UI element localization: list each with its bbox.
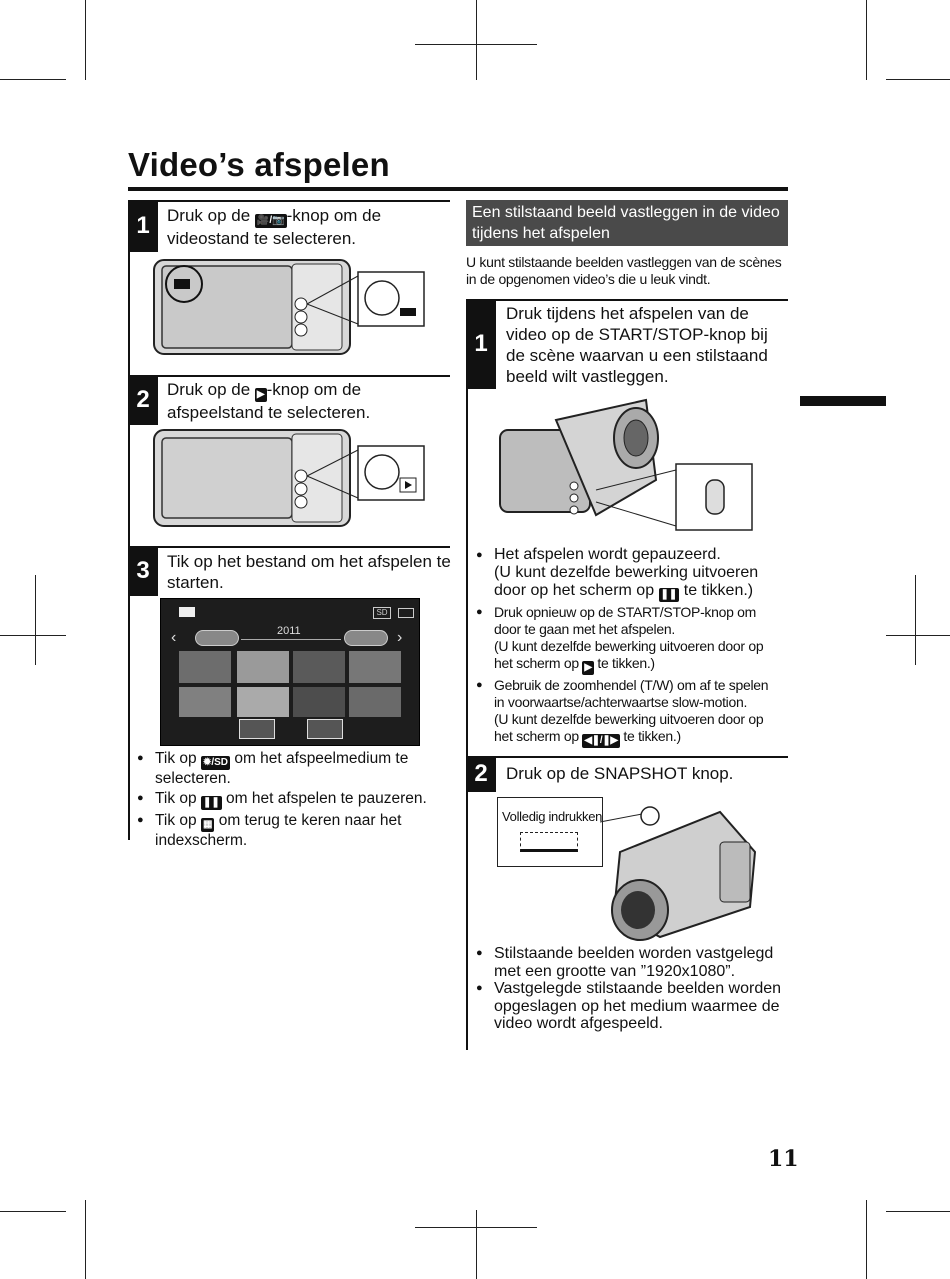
- left-bullets: Tik op ✹/SD om het afspeelmedium te sele…: [137, 750, 447, 849]
- page-number: 11: [768, 1146, 799, 1172]
- pause-icon: ❚❚: [200, 795, 222, 810]
- list-item: Tik op ✹/SD om het afspeelmedium te sele…: [137, 750, 447, 788]
- thumbnail[interactable]: [237, 651, 289, 683]
- crop-mark: [915, 575, 916, 665]
- crop-mark: [886, 635, 950, 636]
- video-mode-icon: [179, 607, 195, 617]
- step-rule: [158, 200, 450, 202]
- callout-box: Volledig indrukken: [497, 797, 603, 867]
- crop-mark: [415, 44, 537, 45]
- callout-label: Volledig indrukken: [502, 809, 603, 824]
- thumbnail[interactable]: [293, 651, 345, 683]
- right-step-2-text: Druk op de SNAPSHOT knop.: [506, 764, 734, 783]
- crop-mark: [415, 1227, 537, 1228]
- intro-text: U kunt stilstaande beelden vastleggen va…: [466, 254, 782, 287]
- index-screen: SD ‹ 2011 ›: [160, 598, 420, 746]
- step-1-text: Druk op de 🎥/📷-knop om de videostand te …: [167, 206, 382, 248]
- list-item: Gebruik de zoomhendel (T/W) om af te spe…: [476, 677, 782, 748]
- sd-card-badge: SD: [373, 607, 391, 619]
- right-column-rule: [466, 300, 468, 1050]
- prev-date-button[interactable]: [195, 630, 239, 646]
- section-heading: Een stilstaand beeld vastleggen in de vi…: [466, 200, 788, 246]
- battery-icon: [398, 608, 414, 618]
- crop-mark: [476, 1210, 477, 1279]
- step-rule: [158, 375, 450, 377]
- press-indicator: [520, 832, 578, 852]
- crop-mark: [886, 79, 950, 80]
- timeline-bar: [241, 639, 341, 640]
- step-rule: [496, 299, 788, 301]
- delete-button[interactable]: [239, 719, 275, 739]
- camcorder-start-stop-illustration: [499, 398, 753, 531]
- media-select-button[interactable]: [307, 719, 343, 739]
- step-rule: [158, 546, 450, 548]
- right-step-1-text: Druk tijdens het afspelen van de video o…: [506, 304, 768, 386]
- step-3-number: 3: [128, 546, 158, 596]
- thumbnail[interactable]: [349, 687, 401, 717]
- sidebar-tab-marker: [800, 396, 886, 406]
- step-2-number: 2: [128, 375, 158, 425]
- camcorder-snapshot-illustration: [600, 806, 757, 941]
- crop-mark: [866, 1200, 867, 1279]
- page-title: Video’s afspelen: [128, 146, 390, 183]
- crop-mark: [0, 635, 66, 636]
- thumbnail[interactable]: [349, 651, 401, 683]
- list-item: Het afspelen wordt gepauzeerd. (U kunt d…: [476, 546, 782, 602]
- thumbnail[interactable]: [237, 687, 289, 717]
- thumbnail[interactable]: [179, 687, 231, 717]
- crop-mark: [0, 1211, 66, 1212]
- step-rule: [496, 756, 788, 758]
- crop-mark: [0, 79, 66, 80]
- step-3-text: Tik op het bestand om het afspelen te st…: [167, 552, 451, 592]
- right-bullets-2: Stilstaande beelden worden vastgelegd me…: [476, 945, 782, 1033]
- play-icon: ▶: [582, 661, 594, 675]
- pause-icon: ❚❚: [658, 588, 680, 602]
- left-column-rule: [128, 200, 130, 840]
- thumbnail[interactable]: [179, 651, 231, 683]
- list-item: Tik op ❚❚ om het afspelen te pauzeren.: [137, 790, 447, 810]
- list-item: Tik op ▦ om terug te keren naar het inde…: [137, 812, 447, 850]
- crop-mark: [866, 0, 867, 80]
- next-arrow-button[interactable]: ›: [397, 629, 403, 646]
- title-rule: [128, 187, 788, 191]
- crop-mark: [886, 1211, 950, 1212]
- next-date-button[interactable]: [344, 630, 388, 646]
- thumbnail[interactable]: [293, 687, 345, 717]
- prev-arrow-button[interactable]: ‹: [171, 629, 177, 646]
- video-photo-mode-icon: 🎥/📷: [254, 214, 287, 228]
- year-label: 2011: [277, 625, 301, 637]
- index-icon: ▦: [200, 817, 215, 832]
- list-item: Druk opnieuw op de START/STOP-knop om do…: [476, 604, 782, 675]
- list-item: Stilstaande beelden worden vastgelegd me…: [476, 945, 782, 980]
- right-bullets-1: Het afspelen wordt gepauzeerd. (U kunt d…: [476, 546, 782, 748]
- right-step-1-number: 1: [466, 299, 496, 389]
- play-mode-icon: ▶: [254, 388, 267, 402]
- list-item: Vastgelegde stilstaande beelden worden o…: [476, 980, 782, 1033]
- media-select-icon: ✹/SD: [200, 756, 231, 770]
- right-step-2-number: 2: [466, 756, 496, 792]
- slow-motion-icon: ◀❚/❚▶: [582, 734, 620, 748]
- crop-mark: [476, 0, 477, 80]
- camera-mode-button-illustration: [153, 259, 425, 355]
- step-1-number: 1: [128, 200, 158, 252]
- crop-mark: [35, 575, 36, 665]
- crop-mark: [85, 0, 86, 80]
- step-2-text: Druk op de ▶-knop om de afspeelstand te …: [167, 380, 371, 422]
- crop-mark: [85, 1200, 86, 1279]
- camera-play-button-illustration: [153, 429, 425, 527]
